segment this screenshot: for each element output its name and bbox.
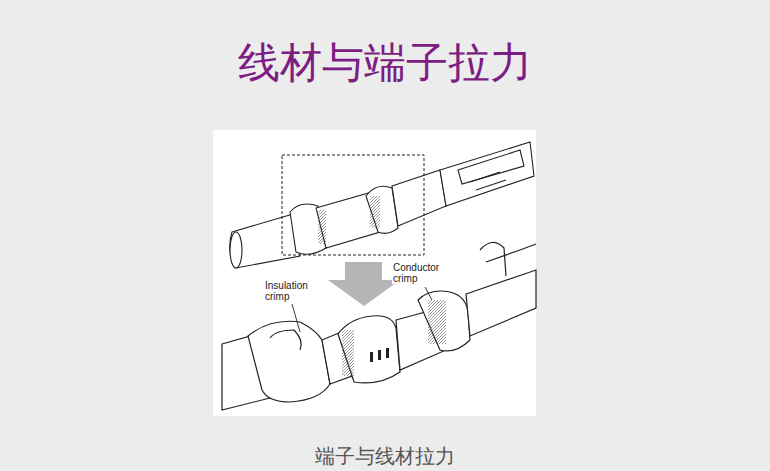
figure-caption: 端子与线材拉力 <box>0 444 770 468</box>
part-label: Conductor crimp <box>392 262 452 284</box>
part-label: Insulation crimp <box>264 280 324 302</box>
slide-title: 线材与端子拉力 <box>0 38 770 88</box>
